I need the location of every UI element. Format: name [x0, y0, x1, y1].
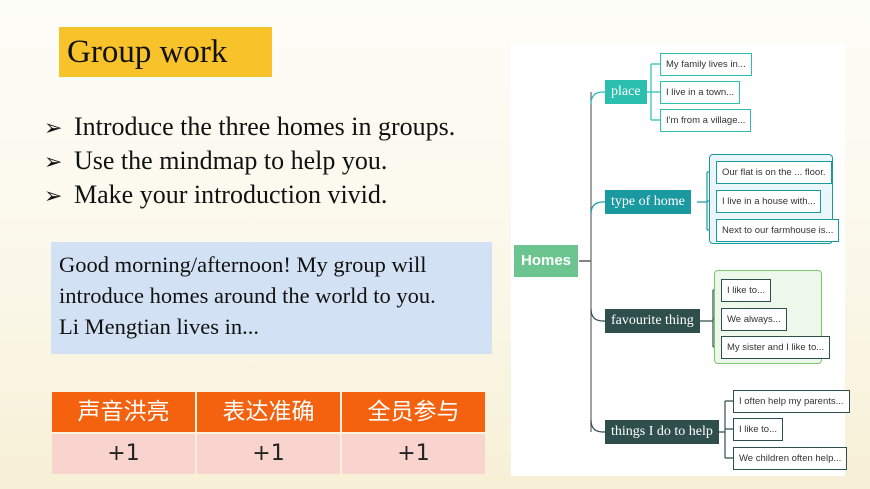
bullet-text: Introduce the three homes in groups. — [74, 112, 456, 141]
page-title: Group work — [67, 34, 228, 70]
bullet-text: Make your introduction vivid. — [74, 180, 388, 209]
mindmap-branch-things-i-do-to-help: things I do to help — [605, 420, 719, 444]
sample-text-box: Good morning/afternoon! My group will in… — [51, 242, 492, 354]
mindmap-branch-place: place — [605, 80, 647, 104]
table-value-cell: +1 — [197, 434, 340, 474]
sample-line: Good morning/afternoon! My group will — [59, 252, 427, 277]
mindmap-leaf: Our flat is on the ... floor. — [716, 161, 832, 184]
mindmap-connectors — [579, 63, 733, 459]
mindmap-leaf: I like to... — [721, 279, 772, 302]
mindmap-branch-favourite-thing: favourite thing — [605, 309, 700, 333]
arrow-bullet-icon: ➢ — [44, 150, 63, 175]
mindmap-branch-type-of-home: type of home — [605, 190, 691, 214]
sample-line: introduce homes around the world to you. — [59, 283, 436, 308]
mindmap-root: Homes — [514, 245, 579, 277]
mindmap-leaf: My family lives in... — [660, 53, 752, 76]
table-header-cell: 表达准确 — [197, 392, 340, 432]
mindmap: Homes place My family lives in... I live… — [511, 44, 850, 476]
mindmap-leaf: My sister and I like to... — [721, 336, 831, 359]
mindmap-leaf: We always... — [721, 308, 787, 331]
table-header-cell: 全员参与 — [342, 392, 485, 432]
mindmap-leaf: I'm from a village... — [660, 109, 752, 132]
mindmap-leaf: Next to our farmhouse is... — [716, 219, 840, 242]
arrow-bullet-icon: ➢ — [44, 184, 63, 209]
title-box: Group work — [59, 27, 272, 77]
table-header-cell: 声音洪亮 — [52, 392, 195, 432]
mindmap-leaf: We children often help... — [733, 447, 848, 470]
sample-line: Li Mengtian lives in... — [59, 314, 259, 339]
bullet-text: Use the mindmap to help you. — [74, 146, 388, 175]
table-value-cell: +1 — [52, 434, 195, 474]
mindmap-leaf: I like to... — [733, 418, 784, 441]
mindmap-leaf: I live in a house with... — [716, 190, 822, 213]
mindmap-leaf: I often help my parents... — [733, 390, 850, 413]
mindmap-leaf: I live in a town... — [660, 81, 741, 104]
arrow-bullet-icon: ➢ — [44, 116, 63, 141]
table-value-cell: +1 — [342, 434, 485, 474]
